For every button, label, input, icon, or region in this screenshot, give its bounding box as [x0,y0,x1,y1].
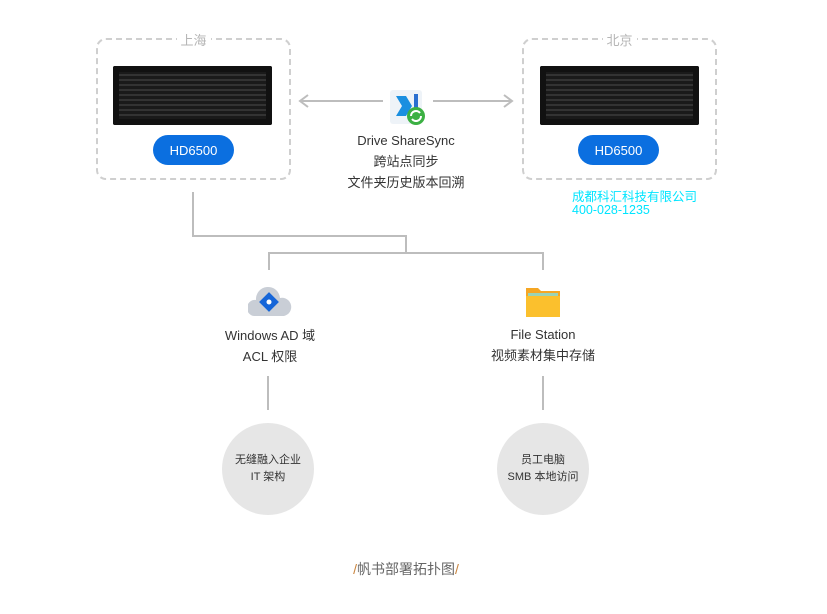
fs-description: File Station 视频素材集中存储 [491,324,595,366]
watermark-phone: 400-028-1235 [572,203,650,217]
circle-line: 员工电脑 [521,454,565,466]
caption-text: 帆书部署拓扑图 [357,561,455,577]
site-beijing: 北京 HD6500 [522,30,717,180]
caption-slash: / [353,561,357,577]
sharesync-line: 跨站点同步 [373,154,439,169]
sharesync-line: 文件夹历史版本回溯 [347,175,465,190]
site-label: 上海 [176,30,211,49]
fs-subtitle: 视频素材集中存储 [490,348,596,363]
model-badge: HD6500 [578,135,659,165]
ad-subtitle: ACL 权限 [242,349,298,364]
site-shanghai: 上海 HD6500 [96,30,291,180]
sharesync-icon [390,90,425,125]
caption-slash: / [455,561,459,577]
arrow-right-icon [503,94,514,108]
circle-line: SMB 本地访问 [507,471,579,483]
nas-server-image [113,66,272,125]
model-badge: HD6500 [153,135,234,165]
site-label: 北京 [602,30,637,49]
nas-server-image [540,66,699,125]
fs-benefit-circle: 员工电脑 SMB 本地访问 [497,423,589,515]
fs-title: File Station [510,327,576,342]
connector-branch [268,252,544,270]
windows-ad-cloud-icon [248,287,292,316]
ad-description: Windows AD 域 ACL 权限 [225,325,315,367]
watermark-company: 成都科汇科技有限公司 [572,190,698,204]
figure-caption: /帆书部署拓扑图/ [353,559,459,579]
sharesync-description: Drive ShareSync 跨站点同步 文件夹历史版本回溯 [347,130,464,193]
arrow-left-icon [298,94,309,108]
folder-icon [526,288,560,317]
circle-line: IT 架构 [250,471,286,483]
circle-line: 无缝融入企业 [235,454,301,466]
ad-benefit-circle: 无缝融入企业 IT 架构 [222,423,314,515]
sharesync-title: Drive ShareSync [357,133,455,148]
connector-shanghai [192,192,407,253]
ad-title: Windows AD 域 [224,328,316,343]
